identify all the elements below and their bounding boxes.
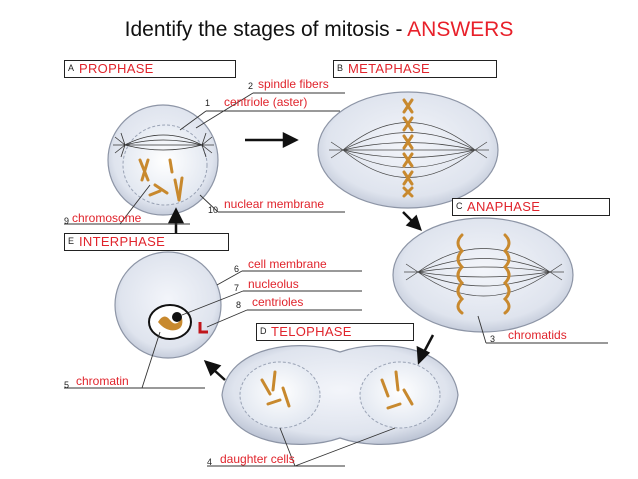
stage-letter-b: B (337, 63, 344, 73)
stage-box-a: A PROPHASE (64, 60, 236, 78)
label-number-2: 2 (248, 81, 254, 91)
stage-letter-a: A (68, 63, 75, 73)
label-number-5: 5 (64, 380, 70, 390)
stage-box-b: B METAPHASE (333, 60, 497, 78)
stage-letter-d: D (260, 326, 267, 336)
label-nucleolus: nucleolus (248, 277, 299, 291)
label-spindle-fibers: spindle fibers (258, 77, 329, 91)
stage-box-d: D TELOPHASE (256, 323, 414, 341)
anaphase-cell (392, 217, 574, 333)
label-number-1: 1 (205, 98, 211, 108)
label-number-6: 6 (234, 264, 240, 274)
stage-letter-e: E (68, 236, 75, 246)
label-number-8: 8 (236, 300, 242, 310)
stage-name-c: ANAPHASE (467, 199, 541, 214)
stage-name-e: INTERPHASE (79, 234, 166, 249)
label-nuclear-membrane: nuclear membrane (224, 197, 325, 211)
page-title: Identify the stages of mitosis - ANSWERS (0, 18, 638, 42)
stage-letter-c: C (456, 201, 463, 211)
process-arrows (167, 131, 435, 381)
stage-name-a: PROPHASE (79, 61, 154, 76)
label-centrioles: centrioles (252, 295, 304, 309)
stage-name-d: TELOPHASE (271, 324, 352, 339)
label-chromosome: chromosome (72, 211, 142, 225)
label-number-7: 7 (234, 283, 240, 293)
leader-lines (64, 92, 608, 467)
stage-name-b: METAPHASE (348, 61, 430, 76)
stage-box-e: E INTERPHASE (64, 233, 229, 251)
label-chromatin: chromatin (76, 374, 129, 388)
label-daughter-cells: daughter cells (220, 452, 295, 466)
telophase-cell (221, 345, 459, 445)
label-number-9: 9 (64, 216, 70, 226)
interphase-cell (114, 251, 222, 359)
label-number-4: 4 (207, 457, 213, 467)
label-number-10: 10 (208, 205, 219, 215)
title-main: Identify the stages of mitosis - (124, 18, 408, 41)
label-cell-membrane: cell membrane (248, 257, 327, 271)
label-centriole-aster: centriole (aster) (224, 95, 308, 109)
prophase-cell (107, 104, 219, 216)
stage-box-c: C ANAPHASE (452, 198, 610, 216)
metaphase-cell (317, 91, 499, 209)
label-chromatids: chromatids (508, 328, 567, 342)
title-highlight: ANSWERS (407, 18, 514, 41)
label-number-3: 3 (490, 334, 496, 344)
